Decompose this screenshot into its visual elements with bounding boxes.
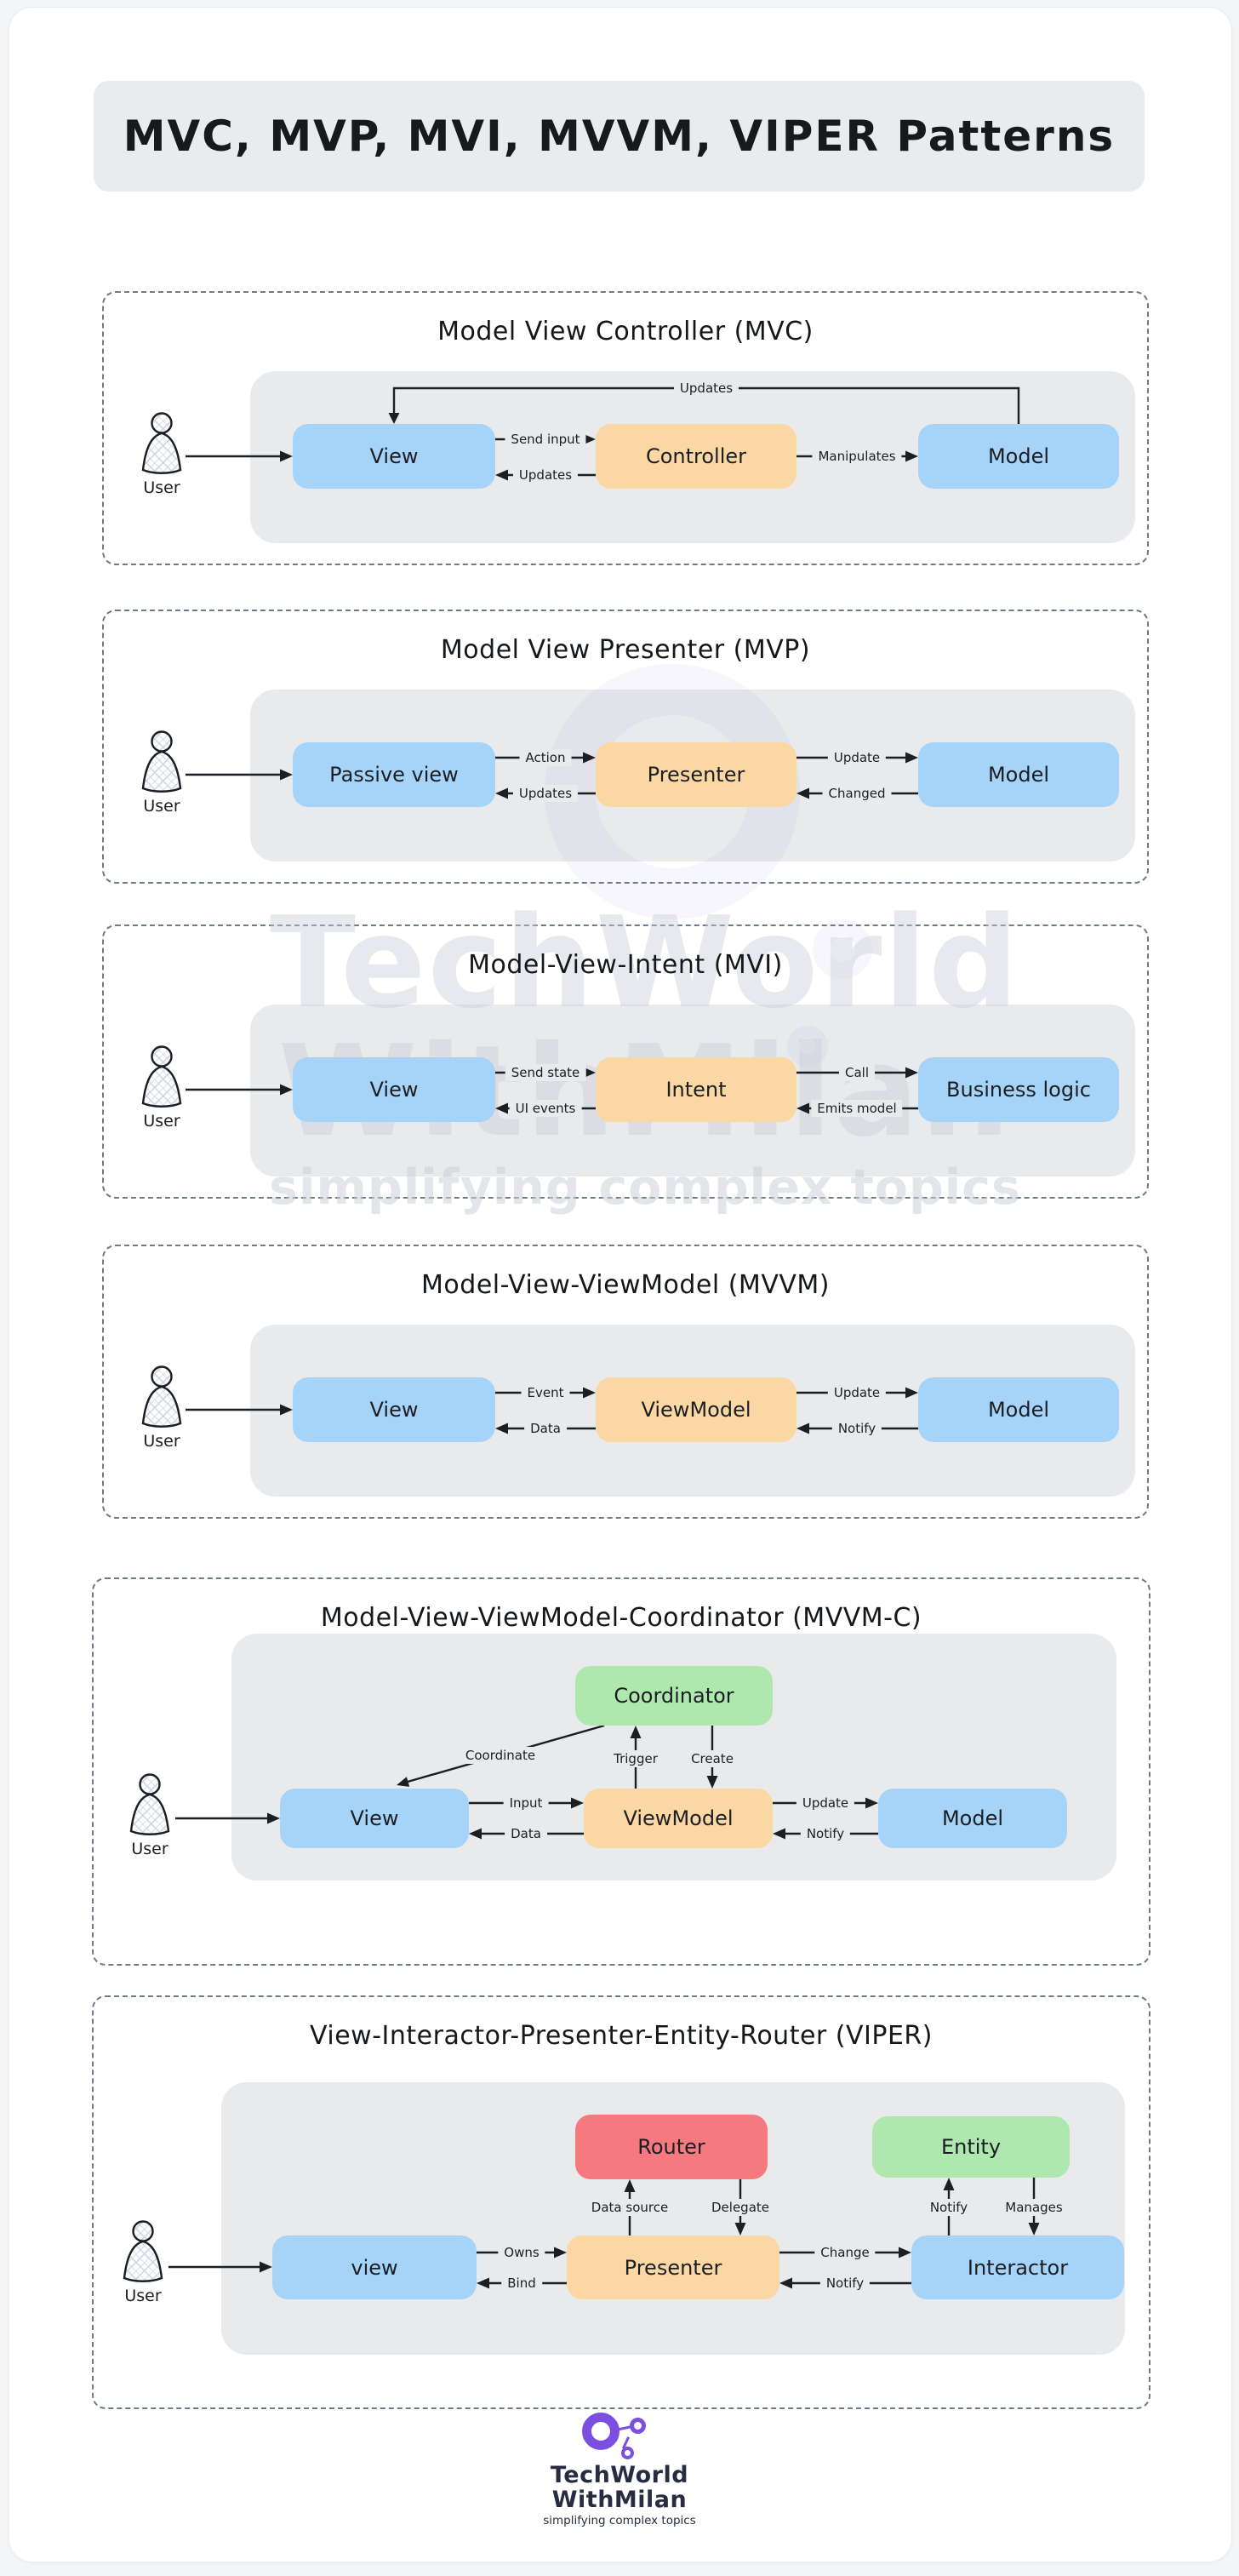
node-view: view	[272, 2235, 477, 2299]
arrow-label-manages: Manages	[999, 2199, 1069, 2216]
user-figure: User	[131, 1365, 192, 1451]
user-icon	[141, 1045, 182, 1108]
user-figure: User	[131, 1045, 192, 1131]
arrow-label-updates-loop: Updates	[673, 380, 739, 397]
user-label: User	[143, 1112, 180, 1131]
node-presenter: Presenter	[596, 742, 796, 807]
arrow-label-delegate: Delegate	[705, 2199, 775, 2216]
node-view: View	[293, 424, 495, 489]
arrow-label-changed: Changed	[822, 785, 892, 802]
title-box: MVC, MVP, MVI, MVVM, VIPER Patterns	[94, 81, 1145, 192]
arrow-label-call: Call	[838, 1064, 876, 1081]
node-coordinator: Coordinator	[575, 1666, 773, 1726]
node-view: View	[293, 1377, 495, 1442]
arrow-label-owns: Owns	[498, 2244, 545, 2261]
section-viper: View-Interactor-Presenter-Entity-Router …	[92, 1995, 1150, 2409]
brand-logo-icon	[577, 2411, 662, 2464]
section-mvvm: Model-View-ViewModel (MVVM) User View Vi…	[102, 1245, 1149, 1519]
logo-ring-icon	[630, 2418, 646, 2434]
user-label: User	[143, 1432, 180, 1451]
user-label: User	[131, 1840, 168, 1858]
node-viewmodel: ViewModel	[584, 1789, 773, 1848]
section-title: Model View Controller (MVC)	[437, 317, 814, 346]
arrow-label-send-input: Send input	[505, 431, 586, 448]
arrow-label-event: Event	[521, 1384, 570, 1401]
section-mvc: Model View Controller (MVC) User View Co…	[102, 291, 1149, 565]
user-label: User	[124, 2287, 162, 2305]
section-mvvmc: Model-View-ViewModel-Coordinator (MVVM-C…	[92, 1577, 1150, 1966]
arrow-label-notify: Notify	[800, 1825, 851, 1842]
brand-logo: TechWorld WithMilan simplifying complex …	[0, 2411, 1239, 2527]
node-business-logic: Business logic	[918, 1057, 1119, 1122]
node-view: View	[280, 1789, 469, 1848]
arrow-label-data: Data	[524, 1420, 567, 1437]
section-title: Model-View-ViewModel (MVVM)	[421, 1270, 830, 1300]
node-entity: Entity	[872, 2116, 1070, 2178]
arrow-label-coordinate: Coordinate	[459, 1747, 542, 1764]
user-figure: User	[131, 730, 192, 816]
node-router: Router	[575, 2115, 768, 2179]
arrow-label-updates: Updates	[512, 467, 579, 484]
arrow-label-update: Update	[827, 1384, 887, 1401]
user-label: User	[143, 797, 180, 816]
arrow-label-ui-events: UI events	[509, 1100, 582, 1117]
arrow-label-update: Update	[827, 749, 887, 766]
user-icon	[141, 412, 182, 474]
mvvmc-arrows-layer	[175, 1724, 878, 1840]
arrow-label-update: Update	[796, 1795, 855, 1812]
arrow-label-manipulates: Manipulates	[812, 448, 902, 465]
node-presenter: Presenter	[567, 2235, 779, 2299]
logo-ring-icon	[582, 2413, 620, 2450]
arrow-label-emits-model: Emits model	[811, 1100, 903, 1117]
node-model: Model	[918, 1377, 1119, 1442]
node-interactor: Interactor	[911, 2235, 1124, 2299]
arrow-label-updates: Updates	[512, 785, 579, 802]
section-mvi: Model-View-Intent (MVI) User View Intent…	[102, 924, 1149, 1199]
arrow-label-send-state: Send state	[505, 1064, 586, 1081]
arrow-label-create: Create	[685, 1750, 739, 1767]
arrow-label-notify: Notify	[819, 2275, 871, 2292]
user-icon	[129, 1773, 170, 1835]
section-mvp: Model View Presenter (MVP) User Passive …	[102, 610, 1149, 884]
node-model: Model	[918, 742, 1119, 807]
user-figure: User	[119, 1773, 180, 1858]
brand-name-line1: TechWorld	[550, 2462, 689, 2488]
node-viewmodel: ViewModel	[596, 1377, 796, 1442]
user-icon	[141, 730, 182, 793]
user-label: User	[143, 478, 180, 497]
user-figure: User	[131, 412, 192, 497]
node-passive-view: Passive view	[293, 742, 495, 807]
arrow-label-change: Change	[814, 2244, 876, 2261]
brand-name-line2: WithMilan	[551, 2486, 688, 2513]
arrow-label-data: Data	[505, 1825, 547, 1842]
user-icon	[123, 2220, 163, 2282]
node-view: View	[293, 1057, 495, 1122]
node-model: Model	[878, 1789, 1067, 1848]
arrow-label-notify: Notify	[831, 1420, 882, 1437]
node-controller: Controller	[596, 424, 796, 489]
user-figure: User	[112, 2220, 174, 2305]
user-icon	[141, 1365, 182, 1428]
section-title: Model-View-Intent (MVI)	[468, 950, 783, 980]
logo-ring-icon	[621, 2447, 634, 2459]
node-intent: Intent	[596, 1057, 796, 1122]
arrow-label-data-source: Data source	[585, 2199, 675, 2216]
arrow-label-trigger: Trigger	[608, 1750, 664, 1767]
brand-tagline: simplifying complex topics	[543, 2514, 696, 2528]
section-title: Model-View-ViewModel-Coordinator (MVVM-C…	[320, 1603, 922, 1633]
arrow-label-input: Input	[503, 1795, 549, 1812]
section-title: Model View Presenter (MVP)	[440, 635, 811, 665]
node-model: Model	[918, 424, 1119, 489]
arrow-label-bind: Bind	[501, 2275, 542, 2292]
arrow-label-notify-entity: Notify	[923, 2199, 974, 2216]
arrow-label-action: Action	[519, 749, 572, 766]
page-title: MVC, MVP, MVI, MVVM, VIPER Patterns	[123, 112, 1116, 161]
section-title: View-Interactor-Presenter-Entity-Router …	[310, 2021, 933, 2051]
